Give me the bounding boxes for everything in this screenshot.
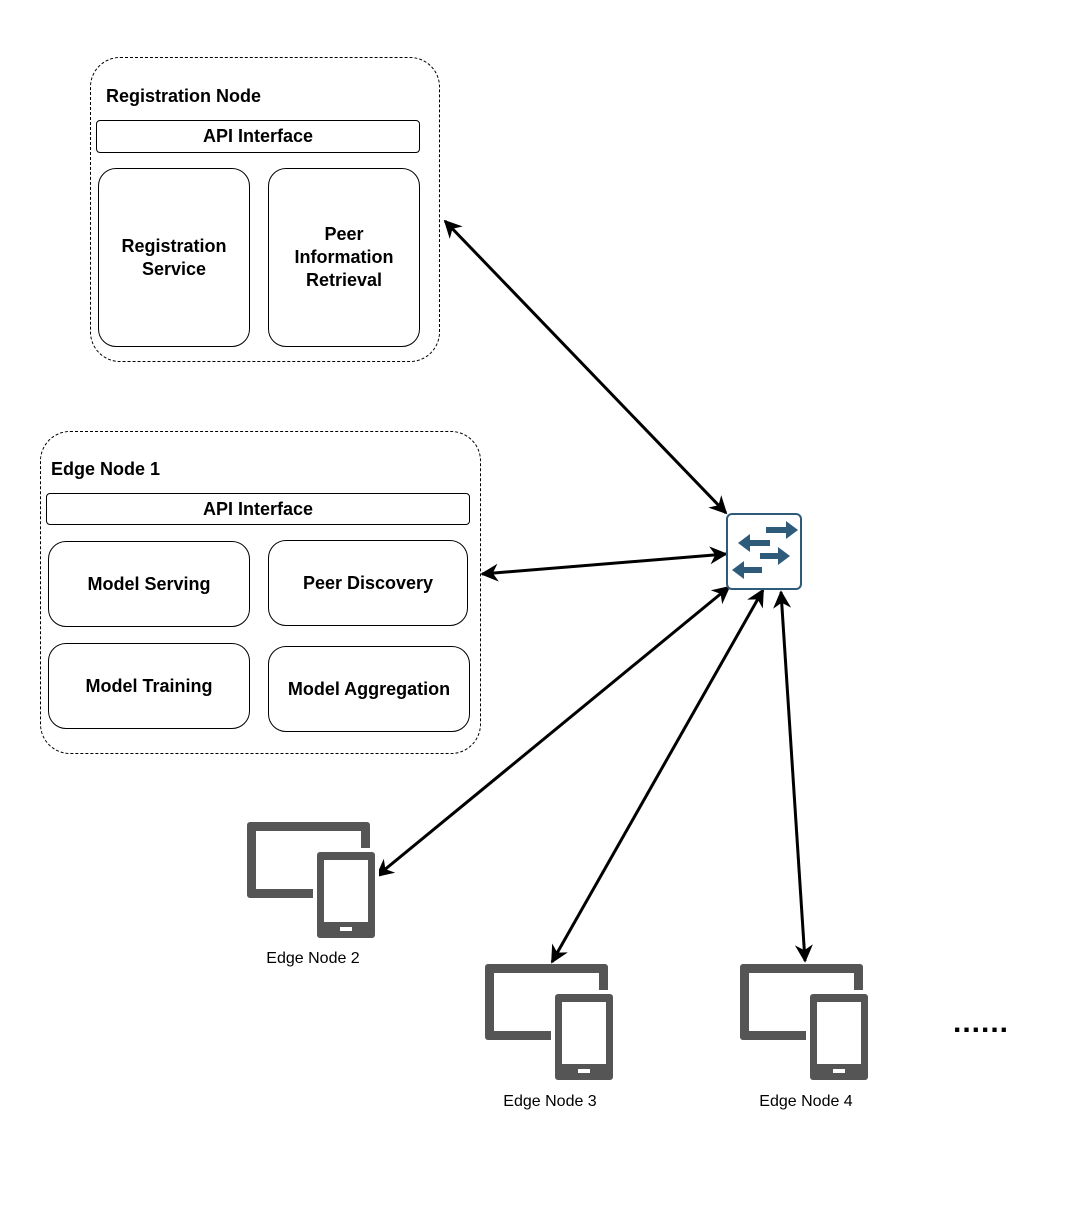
- edge-node-4-label: Edge Node 4: [759, 1093, 853, 1110]
- registration-service-box: Registration Service: [98, 168, 250, 347]
- model-serving-label: Model Serving: [87, 573, 211, 594]
- edge-node-2-label: Edge Node 2: [266, 950, 360, 967]
- registration-node-group: [90, 57, 440, 362]
- peer-information-retrieval-box: Peer Information Retrieval: [268, 168, 420, 347]
- peer-information-retrieval-label: Peer Information Retrieval: [294, 224, 394, 290]
- link-edge3-to-switch: [550, 588, 765, 964]
- link-edge2-to-switch: [375, 585, 731, 878]
- link-edge4-to-switch: [773, 590, 813, 963]
- model-serving-box: Model Serving: [48, 541, 250, 627]
- edge-node-2-device-icon: [247, 822, 379, 942]
- edge-node-3-device-icon: [485, 964, 617, 1084]
- registration-node-title: Registration Node: [106, 86, 262, 106]
- network-switch-icon: [726, 513, 802, 590]
- edge-api-interface: API Interface: [46, 493, 470, 525]
- model-training-label: Model Training: [85, 675, 213, 696]
- registration-api-interface: API Interface: [96, 120, 420, 153]
- model-training-box: Model Training: [48, 643, 250, 729]
- registration-service-label: Registration Service: [121, 235, 227, 279]
- edge-node-4-device-icon: [740, 964, 872, 1084]
- link-registration-to-switch: [443, 219, 728, 515]
- edge-node-1-title: Edge Node 1: [51, 459, 161, 479]
- edge-node-3-label: Edge Node 3: [503, 1093, 597, 1110]
- link-edge1-to-switch: [480, 546, 728, 582]
- more-nodes-ellipsis: ......: [953, 1006, 1010, 1039]
